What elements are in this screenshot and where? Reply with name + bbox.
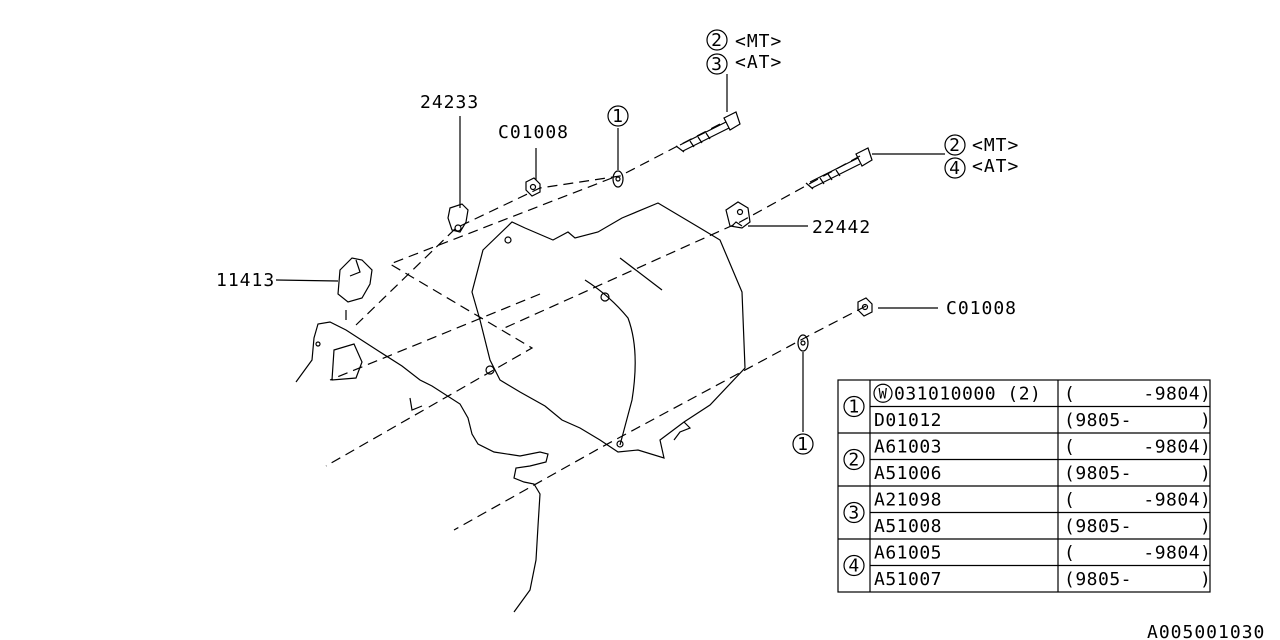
cover-11413-shape: [337, 257, 373, 303]
table-part-number: A61003: [874, 436, 942, 457]
assembly-guide-lines: [325, 123, 867, 531]
table-date-range: ( -9804): [1064, 542, 1211, 563]
svg-text:<MT>: <MT>: [972, 135, 1019, 156]
table-group-number-circle: [843, 501, 865, 524]
part-label-c01008-right: C01008: [946, 298, 1017, 319]
washer-top-shape: [612, 170, 624, 188]
part-label-c01008-top: C01008: [498, 122, 569, 143]
table-date-range: (9805- ): [1064, 516, 1211, 537]
bracket-22442-shape: [725, 201, 751, 229]
table-date-range: (9805- ): [1064, 463, 1211, 484]
nut-top-shape: [525, 177, 541, 197]
table-date-range: ( -9804): [1064, 489, 1211, 510]
table-group-number: 2: [848, 450, 859, 471]
washer-prefix-circle: [873, 383, 893, 403]
table-part-number: A61005: [874, 542, 942, 563]
callout-washer-right: 1: [792, 433, 814, 455]
table-part-number: A51006: [874, 463, 942, 484]
washer-prefix: W: [879, 386, 888, 402]
bolt-right: [805, 147, 873, 190]
washer-right-shape: [797, 334, 809, 352]
table-part-number: D01012: [874, 410, 942, 431]
transmission-housing: [471, 202, 746, 459]
table-date-range: (9805- ): [1064, 410, 1211, 431]
table-part-number: A51007: [874, 569, 942, 590]
svg-text:1: 1: [612, 106, 624, 127]
table-group-number: 1: [848, 397, 859, 418]
callout-bolt-right-mt: 2 <MT>: [944, 134, 1019, 156]
svg-text:4: 4: [949, 158, 961, 179]
bracket-24233-shape: [447, 203, 469, 233]
svg-text:<AT>: <AT>: [972, 156, 1019, 177]
leader-lines: [275, 74, 945, 432]
svg-text:<AT>: <AT>: [735, 52, 782, 73]
part-label-22442: 22442: [812, 217, 871, 238]
table-group-number-circle: [843, 448, 865, 471]
svg-text:2: 2: [949, 135, 961, 156]
diagram-code: A005001030: [1147, 622, 1265, 640]
callout-washer-top: 1: [607, 105, 629, 127]
engine-frame-outline: [295, 321, 549, 613]
svg-text:2: 2: [711, 30, 723, 51]
part-label-11413: 11413: [216, 270, 275, 291]
table-date-range: (9805- ): [1064, 569, 1211, 590]
callout-bolt-top-mt: 2 <MT>: [706, 29, 782, 52]
table-group-number: 4: [848, 556, 859, 577]
callout-bolt-right-at: 4 <AT>: [944, 156, 1019, 179]
table-part-number: 031010000 (2): [894, 383, 1041, 404]
part-label-24233: 24233: [420, 92, 479, 113]
table-part-number: A51008: [874, 516, 942, 537]
table-date-range: ( -9804): [1064, 436, 1211, 457]
table-part-number: A21098: [874, 489, 942, 510]
svg-text:3: 3: [711, 54, 723, 75]
nut-right-shape: [857, 297, 873, 317]
table-date-range: ( -9804): [1064, 383, 1211, 404]
bolt-top: [675, 111, 741, 153]
svg-text:<MT>: <MT>: [735, 31, 782, 52]
table-group-number-circle: [843, 395, 865, 418]
table-group-number: 3: [848, 503, 859, 524]
callout-bolt-top-at: 3 <AT>: [706, 52, 782, 75]
table-group-number-circle: [843, 554, 865, 577]
svg-text:1: 1: [797, 434, 809, 455]
